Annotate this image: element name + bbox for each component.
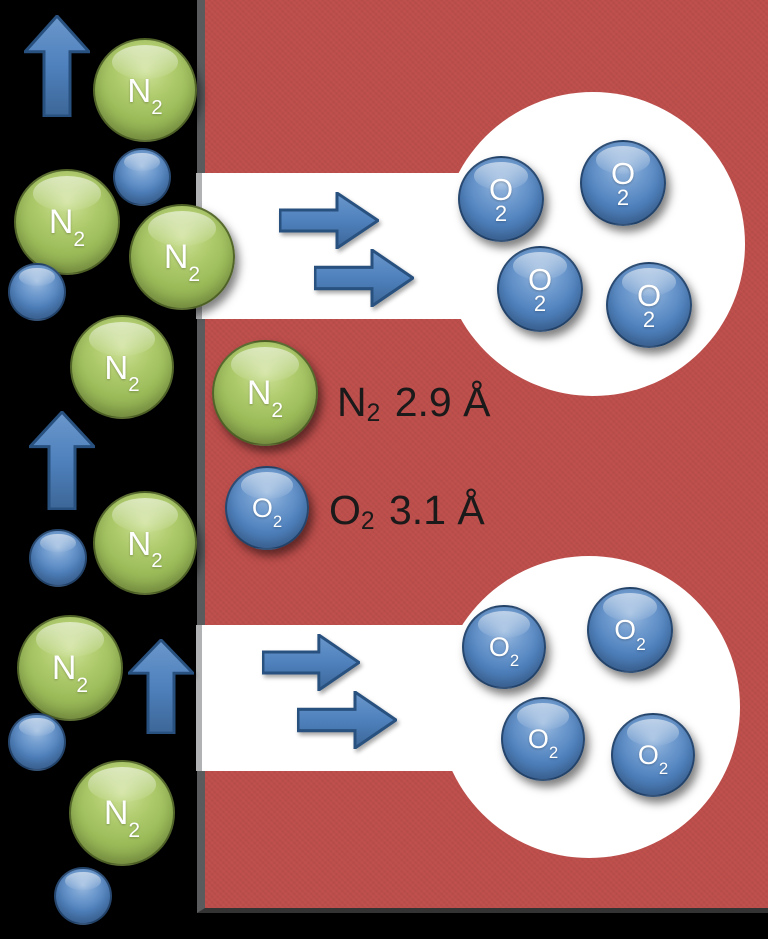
n2-molecule: N2 — [212, 340, 318, 446]
molecule-label: O — [610, 155, 636, 191]
up-arrow — [24, 15, 90, 117]
right-arrow — [297, 691, 397, 749]
o2-molecule: O2 — [611, 713, 695, 797]
molecule-label: N2 — [163, 238, 201, 287]
o2-molecule — [29, 529, 87, 587]
right-arrow-shape — [297, 691, 397, 749]
o2-molecule — [54, 867, 112, 925]
right-arrow — [279, 192, 379, 249]
molecule-label: O2 — [637, 739, 669, 779]
right-arrow — [262, 634, 360, 691]
molecule-label: O — [636, 277, 662, 313]
n2-molecule: N2 — [93, 38, 197, 142]
molecule-label: O2 — [488, 631, 520, 671]
molecule-label: N2 — [48, 203, 86, 252]
molecule-label-sub: 2 — [494, 200, 508, 226]
o2-molecule — [8, 713, 66, 771]
molecule-label: O2 — [527, 723, 559, 763]
legend-n2-formula: N2 — [337, 379, 381, 428]
legend-o2-size: 3.1 Å — [389, 487, 485, 533]
molecule-label: O2 — [251, 492, 283, 532]
right-arrow-shape — [262, 634, 360, 691]
o2-molecule: O2 — [587, 587, 673, 673]
molecule-label: N2 — [104, 348, 140, 397]
molecule-label: N2 — [127, 524, 163, 573]
molecule-label: O2 — [614, 614, 646, 654]
up-arrow — [128, 639, 194, 734]
permeate-chamber-bottom — [438, 556, 740, 858]
n2-molecule: N2 — [129, 204, 235, 310]
molecule-label: O — [527, 261, 553, 297]
o2-molecule — [8, 263, 66, 321]
molecule-label: N2 — [246, 374, 284, 423]
molecule-label: O — [488, 171, 514, 207]
legend-n2-label: N2 2.9 Å — [337, 379, 490, 426]
right-arrow — [314, 249, 414, 307]
legend-n2-size: 2.9 Å — [394, 379, 491, 425]
molecule-label-sub: 2 — [616, 184, 630, 210]
up-arrow — [29, 411, 95, 510]
molecule-label-sub: 2 — [533, 290, 547, 316]
n2-molecule: N2 — [17, 615, 123, 721]
right-arrow-shape — [314, 249, 414, 307]
up-arrow-shape — [24, 15, 90, 117]
n2-molecule: N2 — [70, 315, 174, 419]
right-arrow-shape — [279, 192, 379, 249]
o2-molecule: O2 — [501, 697, 585, 781]
n2-molecule: N2 — [14, 169, 120, 275]
molecule-label: N2 — [127, 71, 163, 120]
permeate-chamber-top — [441, 92, 745, 396]
up-arrow-shape — [128, 639, 194, 734]
n2-molecule: N2 — [93, 491, 197, 595]
n2-molecule: N2 — [69, 760, 175, 866]
up-arrow-shape — [29, 411, 95, 510]
o2-molecule: O2 — [462, 605, 546, 689]
molecule-label-sub: 2 — [642, 306, 656, 332]
molecule-label: N2 — [103, 794, 141, 843]
molecule-label: N2 — [51, 649, 89, 698]
legend-o2-label: O2 3.1 Å — [329, 487, 485, 534]
o2-molecule — [113, 148, 171, 206]
o2-molecule: O2 — [225, 466, 309, 550]
legend-o2-formula: O2 — [329, 487, 375, 536]
